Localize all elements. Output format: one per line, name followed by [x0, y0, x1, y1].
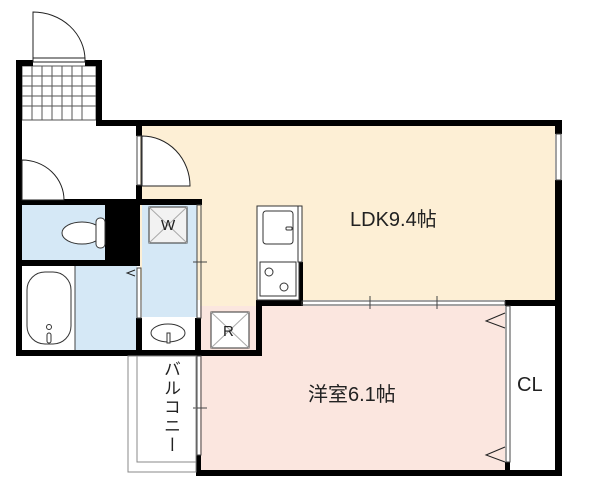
stove-icon: [259, 261, 297, 297]
bathtub-icon: [26, 271, 72, 345]
closet-label: CL: [517, 374, 543, 396]
ldk-area: [140, 126, 555, 300]
sliding-arrow-icon: [125, 269, 136, 277]
bathroom-area: [75, 266, 137, 350]
ldk-door-icon: [141, 135, 191, 187]
thin-lines: [74, 133, 562, 473]
closet-door-arrow-icon: [484, 446, 506, 463]
entrance-door-icon: [32, 11, 86, 61]
kitchen-sink-icon: [262, 210, 294, 245]
entrance-tile-grid: [21, 65, 97, 121]
doors: [21, 11, 506, 463]
refrigerator-space-label: R: [223, 323, 234, 340]
walls: [16, 60, 562, 476]
ldk-label: LDK9.4帖: [350, 209, 437, 231]
balcony-label: バルコニー: [161, 360, 180, 455]
washer-space-label: W: [161, 217, 176, 234]
toilet-door-icon: [21, 159, 65, 201]
western-room-label: 洋室6.1帖: [308, 384, 396, 406]
western-room-area: [200, 306, 505, 470]
fixtures: [26, 205, 303, 350]
closet-door-arrow-icon: [484, 312, 506, 329]
